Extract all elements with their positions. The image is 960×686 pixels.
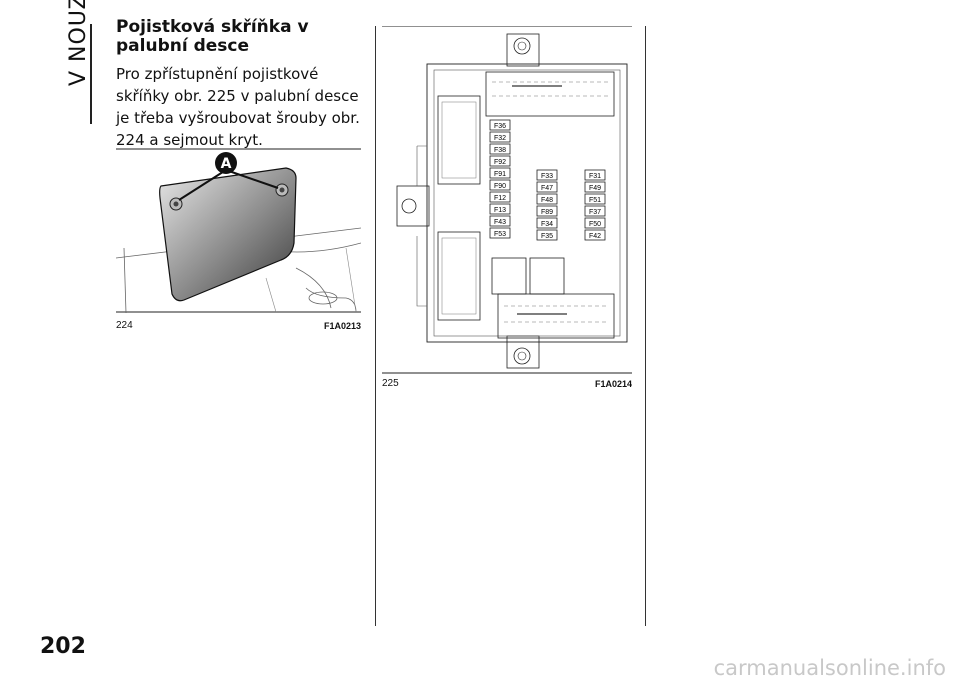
- fuse-slot: [536, 205, 558, 217]
- section-tab-label: V NOUZI: [66, 0, 91, 86]
- body-paragraph: Pro zpřístupnění pojistkové skříňky obr.…: [116, 65, 360, 149]
- fuse-label: F47: [541, 185, 553, 192]
- figure-224-code: F1A0213: [323, 321, 361, 331]
- fuse-slot: [536, 217, 558, 229]
- fuse-label: F92: [494, 159, 506, 166]
- fuse-slot: [584, 193, 606, 205]
- fuse-slot: [489, 203, 511, 215]
- fuse-slot: [584, 181, 606, 193]
- fuse-label: F50: [589, 221, 601, 228]
- fuse-label: F48: [541, 197, 553, 204]
- fuse-slot: [584, 169, 606, 181]
- fuse-slot: [489, 167, 511, 179]
- fuse-slot: [536, 181, 558, 193]
- section-tab: V NOUZI: [20, 0, 92, 124]
- fuse-label: F32: [494, 135, 506, 142]
- section-heading: Pojistková skříňka v palubní desce: [116, 17, 309, 56]
- fuse-label: F13: [494, 207, 506, 214]
- fuse-slot: [489, 191, 511, 203]
- fuse-label: F90: [494, 183, 506, 190]
- fuse-slot: [536, 193, 558, 205]
- column-divider-right: [645, 26, 646, 626]
- watermark-text: carmanualsonline.info: [713, 656, 946, 680]
- figure-225-number: 225: [382, 378, 399, 389]
- fuse-slot: [489, 227, 511, 239]
- fuse-slot: [536, 229, 558, 241]
- column-divider-left: [375, 26, 376, 626]
- fuse-label: F12: [494, 195, 506, 202]
- fuse-slot: [489, 179, 511, 191]
- page-number: 202: [40, 634, 86, 659]
- fuse-slot: [489, 155, 511, 167]
- fuse-label: F35: [541, 233, 553, 240]
- figure-225-code: F1A0214: [594, 379, 632, 389]
- fuse-slot: [489, 119, 511, 131]
- fuse-label: F51: [589, 197, 601, 204]
- fuse-label: F38: [494, 147, 506, 154]
- fuse-label: F43: [494, 219, 506, 226]
- fuse-label: F34: [541, 221, 553, 228]
- fuse-slot: [489, 215, 511, 227]
- fuse-group: F36F32F38F92F91F90F12F13F43F53F33F47F48F…: [489, 119, 606, 241]
- callout-a-label: A: [221, 156, 232, 172]
- fuse-slot: [584, 217, 606, 229]
- fuse-label: F42: [589, 233, 601, 240]
- figure-224-caption: 224 F1A0213: [116, 320, 361, 334]
- figure-224-illustration: A: [115, 148, 362, 316]
- fuse-label: F36: [494, 123, 506, 130]
- fuse-slot: [489, 131, 511, 143]
- figure-225-caption: 225 F1A0214: [382, 378, 632, 392]
- fuse-label: F89: [541, 209, 553, 216]
- fuse-slot: [489, 143, 511, 155]
- fuse-label: F53: [494, 231, 506, 238]
- figure-224-number: 224: [116, 320, 133, 331]
- fuse-slot: [584, 205, 606, 217]
- fuse-label: F33: [541, 173, 553, 180]
- fuse-label: F91: [494, 171, 506, 178]
- section-tab-rule: [90, 24, 92, 124]
- fuse-label: F49: [589, 185, 601, 192]
- fuse-label: F31: [589, 173, 601, 180]
- fuse-label: F37: [589, 209, 601, 216]
- fuse-slot: [584, 229, 606, 241]
- fuse-slot: [536, 169, 558, 181]
